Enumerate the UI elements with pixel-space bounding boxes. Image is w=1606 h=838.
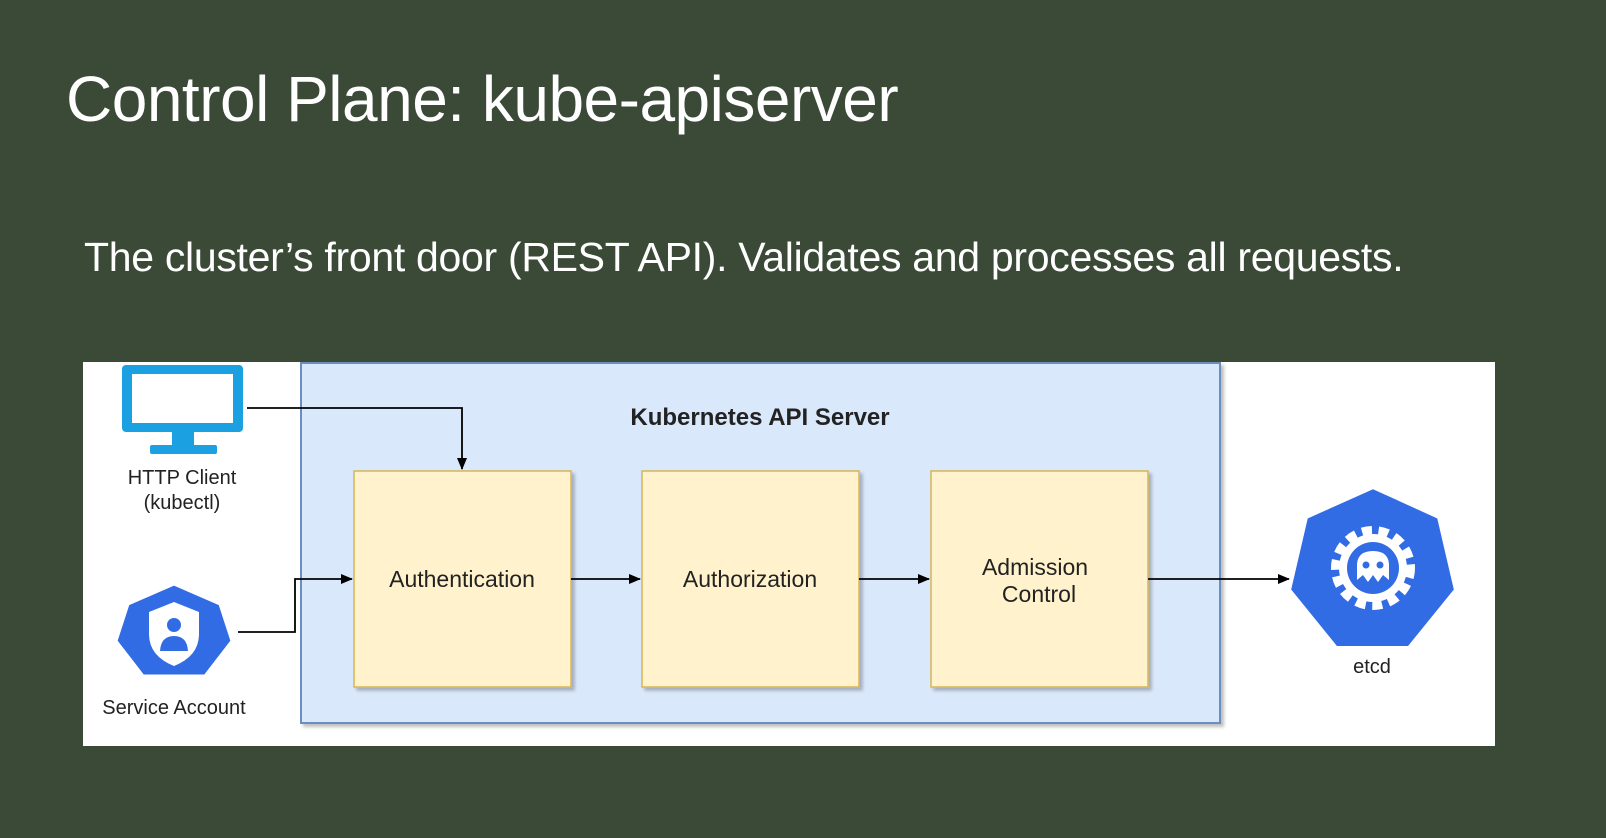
stage-label-line1: Admission: [982, 554, 1088, 580]
arrow-http-client-to-authentication: [247, 407, 467, 470]
stage-label-line2: Control: [1002, 581, 1076, 607]
stage-label: Authentication: [389, 566, 535, 592]
slide-title: Control Plane: kube-apiserver: [66, 63, 899, 135]
http-client-label: HTTP Client: [128, 467, 237, 489]
arrow-service-account-to-authentication: [238, 574, 353, 633]
etcd-icon: [1287, 485, 1458, 650]
stage-label: Authorization: [683, 566, 817, 592]
slide-subtitle: The cluster’s front door (REST API). Val…: [84, 234, 1404, 280]
service-account-icon: [114, 582, 234, 678]
api-server-title: Kubernetes API Server: [630, 404, 889, 431]
stage-authorization: Authorization: [641, 470, 860, 688]
stage-admission-control: Admission Control: [930, 470, 1149, 688]
service-account-label: Service Account: [102, 697, 246, 719]
monitor-icon: [122, 365, 243, 454]
architecture-diagram: Kubernetes API Server Authentication Aut…: [83, 362, 1495, 746]
http-client-sublabel: (kubectl): [144, 492, 221, 514]
stage-authentication: Authentication: [353, 470, 572, 688]
etcd-label: etcd: [1353, 656, 1391, 678]
